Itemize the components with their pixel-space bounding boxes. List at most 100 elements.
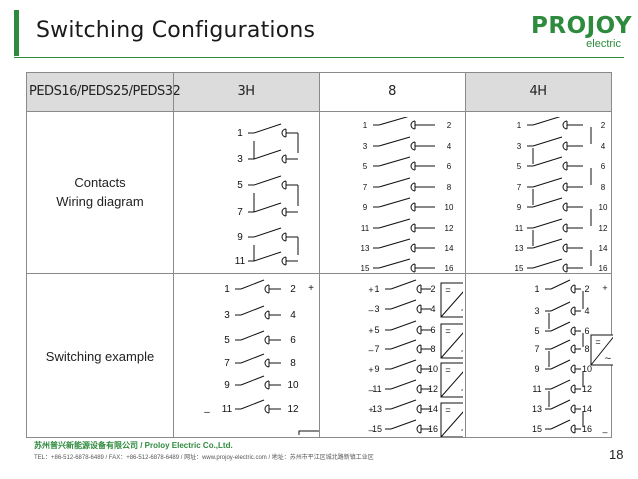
terminal-label: 5 [224, 335, 230, 346]
contact-blade [390, 339, 417, 350]
contact-blade [532, 258, 563, 269]
terminal-label: 7 [374, 344, 379, 354]
contact-blade [378, 218, 411, 229]
contact-terminal [570, 284, 576, 294]
contact-blade [378, 136, 411, 147]
header-3h: 3H [237, 84, 255, 99]
contact-blade [253, 149, 282, 160]
terminal-label: 6 [447, 162, 452, 171]
dc-symbol: = [445, 285, 450, 295]
contact-blade [550, 301, 571, 312]
footer-company: 苏州普兴新能源设备有限公司 / Proloy Electric Co.,Ltd. [34, 441, 233, 450]
page-number: 18 [609, 447, 624, 462]
terminal-label: 4 [601, 142, 606, 151]
terminal-label: 7 [363, 183, 368, 192]
terminal-label: 8 [290, 358, 296, 369]
contact-terminal [570, 364, 576, 374]
contact-blade [253, 202, 282, 213]
terminal-label: 14 [582, 404, 592, 414]
terminal-label: 12 [428, 384, 438, 394]
dc-symbol: = [595, 337, 600, 347]
terminal-label: 9 [534, 364, 539, 374]
contact-terminal [264, 310, 270, 320]
contact-blade [532, 156, 563, 167]
contact-blade [550, 279, 571, 290]
contact-blade [550, 359, 571, 370]
converter-box [298, 430, 319, 435]
logo-sub-text: electric [586, 38, 621, 50]
terminal-label: 11 [372, 384, 381, 394]
contact-terminal [410, 202, 416, 212]
terminal-label: 11 [515, 224, 524, 233]
terminal-label: 3 [224, 310, 230, 321]
terminal-label: – [204, 407, 210, 418]
contact-terminal [570, 404, 576, 414]
contact-terminal [416, 284, 422, 294]
contact-terminal [410, 161, 416, 171]
dc-symbol: = [445, 405, 450, 415]
terminal-label: 6 [430, 325, 435, 335]
terminal-label: 1 [534, 284, 539, 294]
terminal-label: 2 [601, 121, 606, 130]
contact-terminal [264, 404, 270, 414]
contact-blade [550, 379, 571, 390]
terminal-label: 1 [363, 121, 368, 130]
terminal-label: 4 [290, 310, 296, 321]
converter-box [440, 362, 463, 398]
contact-terminal [562, 182, 568, 192]
ac-symbol: ~ [461, 305, 463, 317]
terminal-label: 2 [290, 284, 296, 295]
contact-terminal [562, 202, 568, 212]
terminal-label: 15 [515, 264, 524, 273]
contact-terminal [410, 182, 416, 192]
terminal-label: – [368, 305, 373, 315]
terminal-label: 11 [532, 384, 541, 394]
terminal-label: 5 [534, 326, 539, 336]
contact-terminal [264, 358, 270, 368]
contact-terminal [281, 232, 287, 242]
terminal-label: 11 [235, 256, 246, 267]
terminal-label: + [602, 283, 607, 293]
terminal-label: 8 [447, 183, 452, 192]
contact-blade [390, 359, 417, 370]
terminal-label: 9 [374, 364, 379, 374]
terminal-label: 14 [445, 244, 454, 253]
column-divider [319, 73, 320, 437]
converter-diagonal [440, 332, 463, 359]
footer-contact: TEL：+86-512-6878-6489 / FAX：+86-512-6878… [34, 455, 374, 461]
contact-blade [253, 227, 282, 238]
contact-terminal [281, 256, 287, 266]
column-divider [465, 73, 466, 437]
terminal-label: 11 [361, 224, 370, 233]
terminal-label: 7 [534, 344, 539, 354]
terminal-label: 13 [532, 404, 542, 414]
contact-terminal [410, 120, 416, 130]
logo-main-text: PROJOY [531, 13, 633, 39]
contact-blade [240, 399, 265, 410]
terminal-label: 1 [374, 284, 379, 294]
contact-blade [378, 238, 411, 249]
terminal-label: 1 [517, 121, 522, 130]
ac-symbol: ~ [461, 385, 463, 397]
terminal-label: + [368, 405, 373, 415]
terminal-label: 16 [428, 424, 438, 434]
contact-blade [240, 353, 265, 364]
contact-blade [253, 175, 282, 186]
terminal-label: 15 [372, 424, 382, 434]
slide-title: Switching Configurations [36, 18, 316, 43]
terminal-label: 10 [582, 364, 592, 374]
contact-terminal [416, 364, 422, 374]
terminal-label: 5 [363, 162, 368, 171]
contact-blade [390, 320, 417, 331]
contact-blade [550, 339, 571, 350]
converter-box [440, 402, 463, 437]
terminal-label: 10 [599, 203, 608, 212]
contact-terminal [570, 424, 576, 434]
contact-blade [532, 197, 563, 208]
terminal-label: 4 [584, 306, 589, 316]
contact-blade [253, 251, 282, 262]
